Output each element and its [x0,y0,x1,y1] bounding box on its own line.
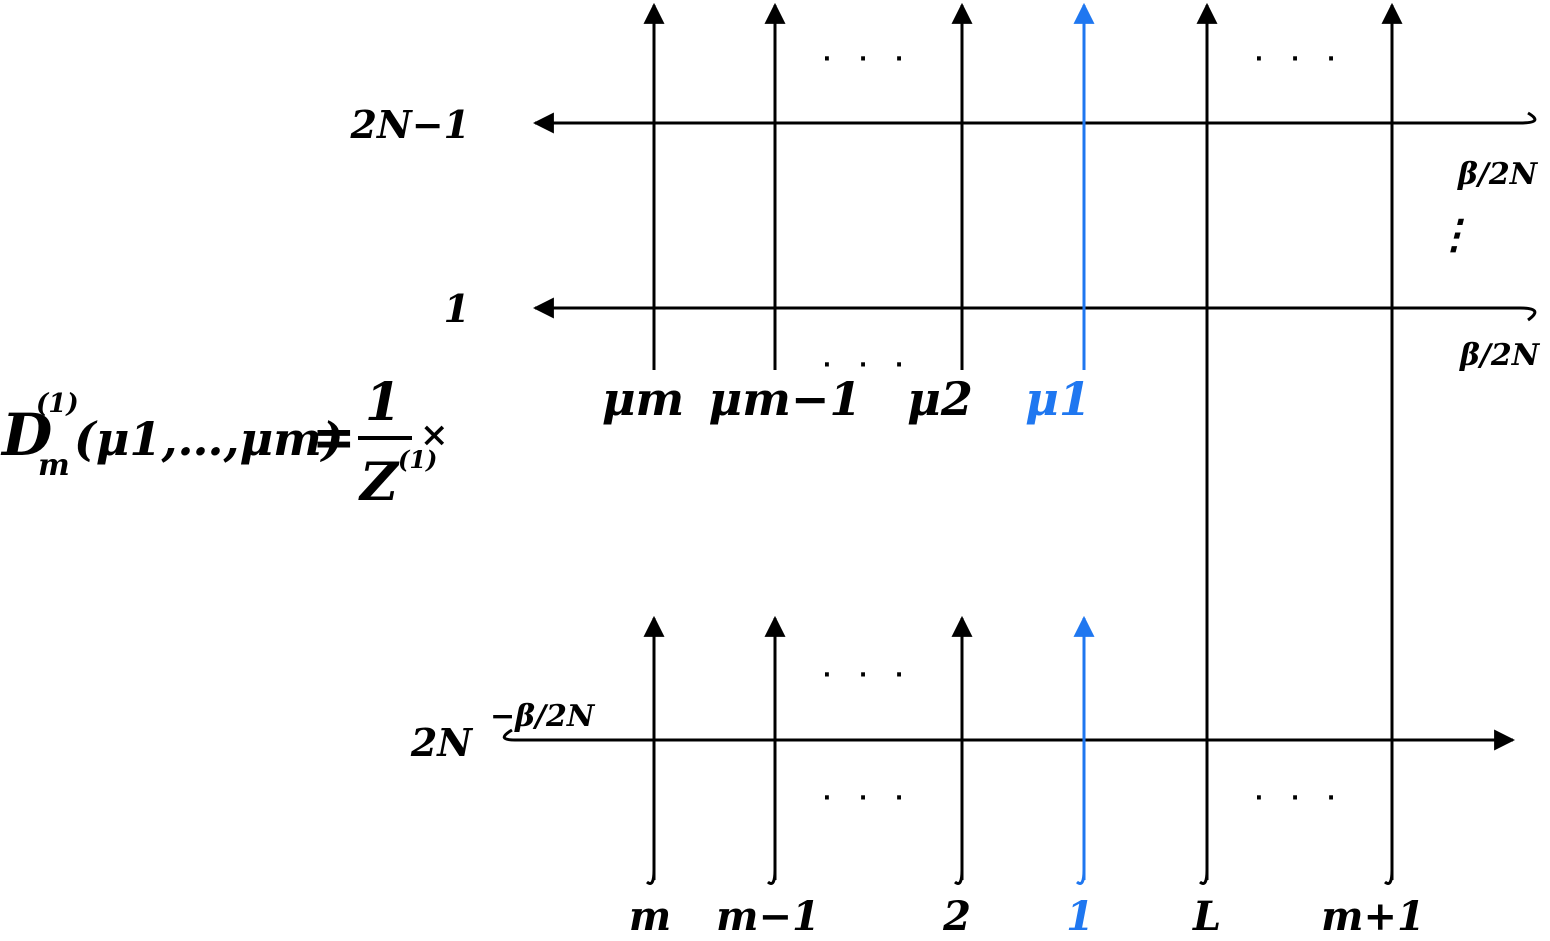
lower-ellipsis-top: · · · [823,663,913,688]
formula-numerator: 1 [365,372,401,433]
row-label-upper-bottom: 1 [444,286,470,331]
upper-horizontal-line-bottom [532,297,1537,322]
weight-upper-top: β/2N [1457,157,1539,192]
formula-denominator: Z [358,452,400,513]
top-label-m: μm [602,372,684,426]
upper-horizontal-line-top [532,111,1537,134]
upper-ellipsis-right: · · · [1255,47,1345,72]
bottom-label-2: 2 [942,893,971,940]
top-label-m-minus-1: μm−1 [709,372,862,426]
bottom-label-L: L [1192,893,1221,940]
lower-horizontal-line [502,728,1516,751]
upper-ellipsis-left: · · · [823,47,913,72]
vertical-line-m-plus-1-tail [1384,869,1394,885]
upper-ellipsis-mid: · · · [823,353,913,378]
top-label-2: μ2 [907,372,973,426]
formula-denominator-sup: (1) [398,445,437,474]
bottom-label-m: m [629,893,671,940]
formula-equals: = [312,407,356,468]
formula-times: × [420,415,449,455]
bottom-label-m-minus-1: m−1 [716,893,820,940]
weight-upper-bottom: β/2N [1459,338,1541,373]
weight-lower: −β/2N [490,699,596,734]
lower-ellipsis-bottom-right: · · · [1255,786,1345,811]
vertical-dots: ⋮ [1434,211,1474,258]
bottom-label-m-plus-1: m+1 [1321,893,1425,940]
formula-args: (μ1,…,μm) [74,412,344,466]
formula-lhs-sup: (1) [36,389,79,419]
row-label-lower: 2N [410,720,473,765]
row-label-upper-top: 2N−1 [350,102,470,147]
vertical-line-L-tail [1199,869,1209,885]
formula-lhs: D [0,401,52,469]
formula: D (1) m (μ1,…,μm) = 1 Z (1) × [0,372,449,513]
top-label-1: μ1 [1025,372,1091,426]
lower-ellipsis-bottom-left: · · · [823,786,913,811]
formula-lhs-sub: m [38,448,70,483]
bottom-label-1: 1 [1066,893,1094,940]
